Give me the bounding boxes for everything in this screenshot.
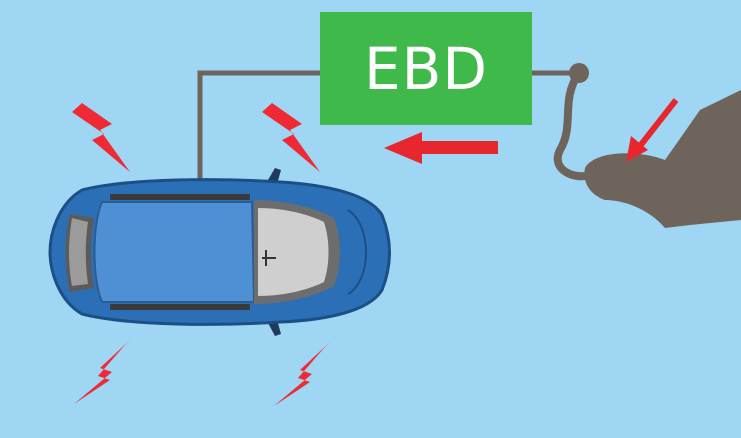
signal-wire-to-car — [197, 70, 320, 182]
brake-pedal-icon — [553, 63, 741, 228]
lightning-bolt-icon — [274, 342, 330, 406]
ebd-module-box — [320, 12, 532, 125]
ebd-module-label: EBD — [363, 34, 489, 103]
lightning-bolt-icon — [262, 103, 320, 172]
car-icon — [48, 168, 391, 336]
lightning-bolt-icon — [72, 103, 130, 172]
lightning-bolt-icon — [74, 340, 130, 404]
pedal-press-arrow-icon — [626, 98, 679, 162]
arrow-left-icon — [384, 132, 498, 164]
